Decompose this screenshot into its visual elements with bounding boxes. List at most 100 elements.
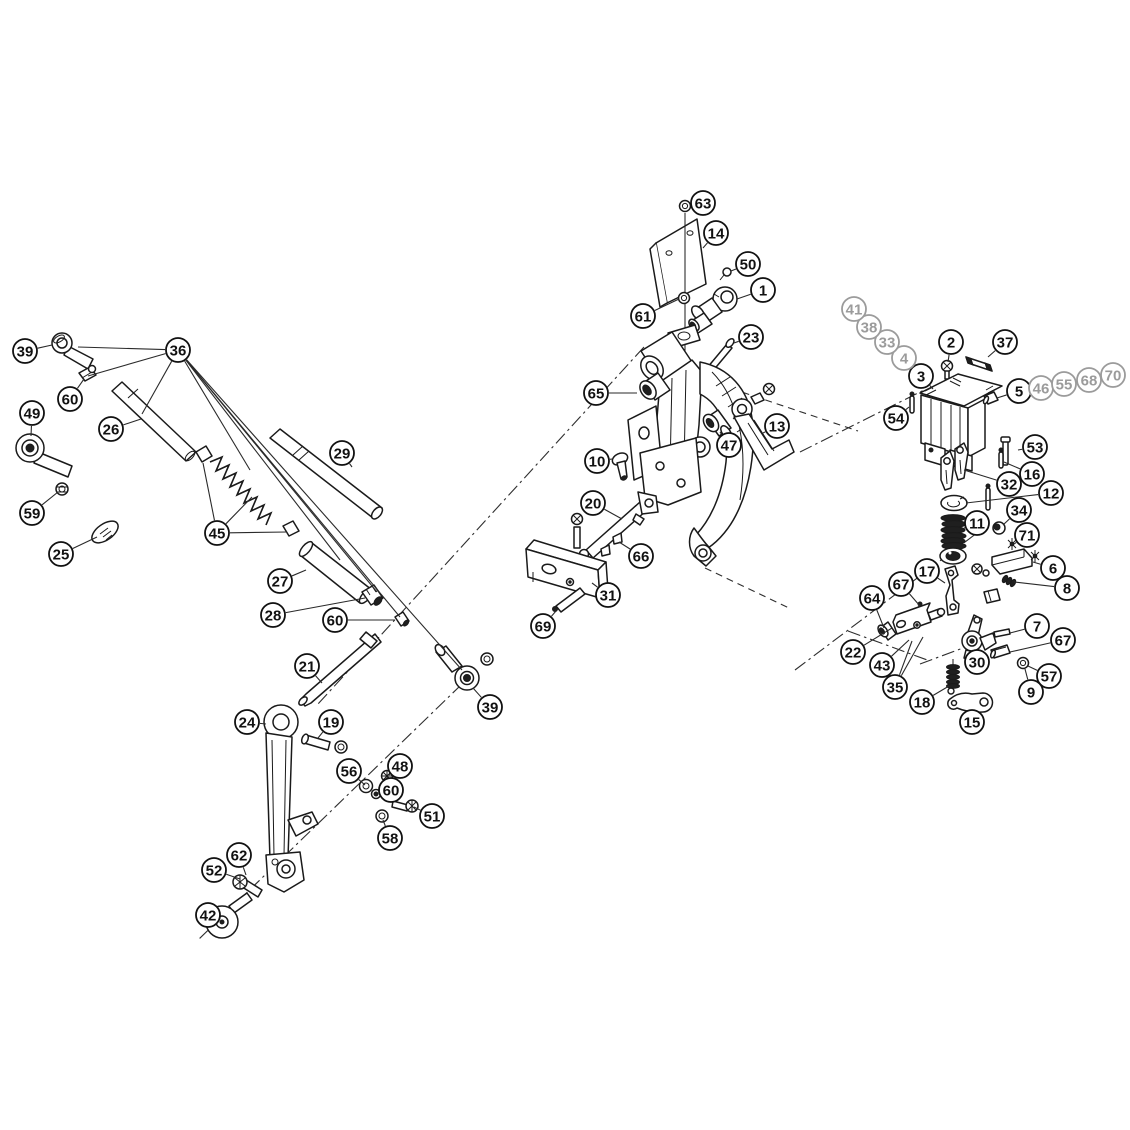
part-bolt-52 (232, 874, 263, 898)
part-spring-cup (939, 547, 967, 565)
svg-text:48: 48 (392, 758, 409, 775)
part-balloon-1: 1 (750, 277, 776, 303)
part-balloon-68: 68 (1076, 367, 1102, 393)
svg-text:64: 64 (864, 590, 881, 607)
part-balloon-67: 67 (1050, 627, 1076, 653)
part-balloon-46: 46 (1028, 375, 1054, 401)
svg-text:4: 4 (900, 350, 909, 367)
part-balloon-8: 8 (1054, 575, 1080, 601)
svg-text:32: 32 (1001, 476, 1018, 493)
svg-text:1: 1 (759, 282, 767, 299)
part-nut-57 (1016, 656, 1030, 670)
part-plate-14 (649, 218, 707, 308)
part-balloon-9: 9 (1018, 679, 1044, 705)
leader-line-21 (315, 675, 323, 684)
part-balloon-60: 60 (378, 777, 404, 803)
part-balloon-3: 3 (908, 363, 934, 389)
svg-text:16: 16 (1024, 466, 1041, 483)
part-balloon-54: 54 (883, 405, 909, 431)
part-balloon-42: 42 (195, 902, 221, 928)
part-balloon-32: 32 (996, 471, 1022, 497)
leader-line-22 (863, 627, 893, 646)
leader-line-12 (965, 493, 1039, 504)
leader-line-43 (891, 639, 910, 657)
leader-line-48 (388, 773, 391, 776)
svg-text:47: 47 (721, 437, 738, 454)
svg-text:39: 39 (17, 343, 34, 360)
part-bushing-65 (639, 372, 671, 401)
svg-text:45: 45 (209, 525, 226, 542)
svg-text:50: 50 (740, 256, 757, 273)
svg-text:9: 9 (1027, 684, 1035, 701)
part-balloon-33: 33 (874, 329, 900, 355)
leader-line-26 (123, 418, 142, 426)
part-balloon-58: 58 (377, 825, 403, 851)
part-pin-19 (300, 733, 348, 754)
leader-line-18 (932, 685, 950, 696)
svg-text:43: 43 (874, 657, 891, 674)
svg-text:14: 14 (708, 225, 725, 242)
part-balloon-65: 65 (583, 380, 609, 406)
svg-text:25: 25 (53, 546, 70, 563)
construction-line-dashed (704, 567, 790, 609)
svg-text:26: 26 (103, 421, 120, 438)
svg-text:15: 15 (964, 714, 981, 731)
svg-text:39: 39 (482, 699, 499, 716)
svg-text:71: 71 (1019, 527, 1036, 544)
leader-line-36 (185, 359, 341, 561)
leader-line-39 (472, 687, 482, 698)
svg-text:33: 33 (879, 334, 896, 351)
part-spring-11 (940, 514, 967, 550)
leader-line-36 (87, 353, 166, 377)
part-screw-2 (940, 359, 954, 380)
part-balloon-7: 7 (1024, 613, 1050, 639)
part-bellcrank-30 (961, 614, 997, 661)
part-rod-end-39b (434, 643, 494, 691)
part-balloon-10: 10 (584, 448, 610, 474)
svg-text:69: 69 (535, 618, 552, 635)
leader-line-36 (184, 360, 251, 471)
leader-line-24 (259, 722, 267, 725)
part-balloon-19: 19 (318, 709, 344, 735)
leader-line-37 (987, 350, 996, 358)
part-balloon-16: 16 (1019, 461, 1045, 487)
svg-text:31: 31 (600, 587, 617, 604)
part-balloon-69: 69 (530, 613, 556, 639)
part-balloon-27: 27 (267, 568, 293, 594)
construction-line-dashdot (919, 647, 964, 665)
part-balloon-45: 45 (204, 520, 230, 546)
svg-text:30: 30 (969, 654, 986, 671)
svg-text:18: 18 (914, 694, 931, 711)
svg-text:58: 58 (382, 830, 399, 847)
part-balloon-37: 37 (992, 329, 1018, 355)
part-bolt-50 (719, 267, 732, 281)
svg-text:11: 11 (969, 515, 985, 532)
part-bushing-34 (992, 521, 1006, 535)
leader-line-56 (358, 779, 366, 786)
leader-line-36 (186, 359, 463, 671)
leader-line-59 (41, 491, 59, 506)
leader-line-20 (604, 508, 623, 520)
leader-line-45 (225, 496, 253, 525)
part-balloon-66: 66 (628, 543, 654, 569)
leader-line-47 (719, 431, 723, 435)
part-balloon-13: 13 (764, 413, 790, 439)
svg-text:65: 65 (588, 385, 605, 402)
part-balloon-62: 62 (226, 842, 252, 868)
leader-line-45 (229, 531, 288, 534)
svg-text:13: 13 (769, 418, 786, 435)
leader-line-35 (898, 640, 913, 675)
svg-text:57: 57 (1041, 668, 1058, 685)
part-rod-21 (298, 631, 382, 707)
part-balloon-5: 5 (1006, 378, 1032, 404)
svg-text:19: 19 (323, 714, 340, 731)
part-balloon-70: 70 (1100, 362, 1126, 388)
part-balloon-4: 4 (891, 345, 917, 371)
part-pin-69 (552, 587, 586, 613)
part-link-rod-26 (111, 381, 197, 462)
leader-line-54 (905, 406, 910, 411)
svg-text:51: 51 (424, 808, 441, 825)
svg-text:8: 8 (1063, 580, 1071, 597)
part-clips-66 (600, 532, 623, 557)
